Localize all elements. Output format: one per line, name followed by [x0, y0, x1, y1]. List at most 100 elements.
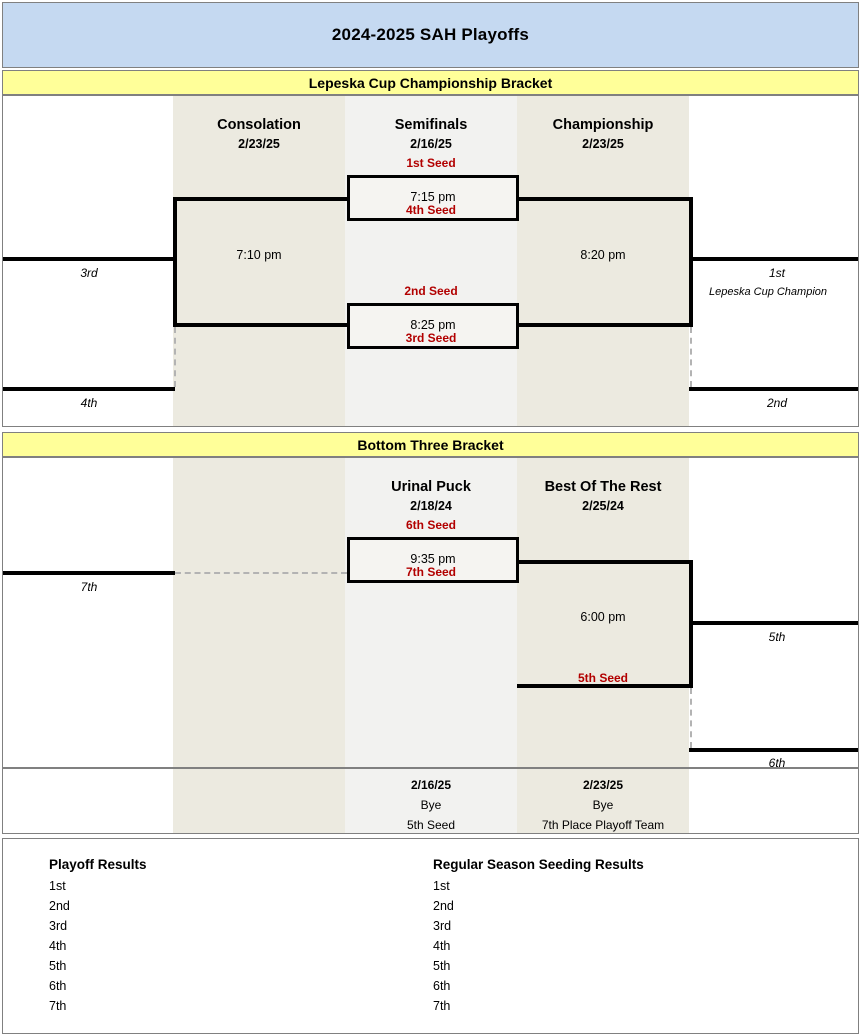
seeding-results-row: 6th — [433, 979, 451, 993]
semifinal-2-top-seed: 2nd Seed — [404, 284, 458, 298]
connector-championship-loser — [690, 327, 692, 387]
bracket-line-consolation-bottom — [3, 387, 175, 391]
playoff-results-column: Playoff Results 1st 2nd 3rd 4th 5th 6th … — [49, 855, 147, 1016]
playoff-results-row: 1st — [49, 879, 66, 893]
semifinal-2-matchbox[interactable]: 8:25 pm — [347, 303, 519, 349]
place-label-third: 3rd — [80, 266, 98, 280]
column-date: 2/23/25 — [238, 137, 280, 151]
column-name: Best Of The Rest — [544, 479, 662, 495]
best-of-the-rest-bottom-seed: 5th Seed — [577, 671, 628, 685]
page-title: 2024-2025 SAH Playoffs — [331, 25, 530, 44]
band-bye-left — [173, 769, 345, 833]
consolation-game-time: 7:10 pm — [236, 248, 282, 262]
column-date: 2/18/24 — [410, 499, 452, 513]
bye-strip: 2/16/25 Bye 5th Seed 2/23/25 Bye 7th Pla… — [2, 768, 859, 834]
semifinal-1-time: 7:15 pm — [410, 190, 456, 204]
bracket-line-consolation-boxbottom — [173, 323, 349, 327]
semifinal-1-top-seed: 1st Seed — [406, 156, 456, 170]
urinal-puck-bottom-seed: 7th Seed — [405, 565, 456, 579]
playoff-results-row: 5th — [49, 959, 67, 973]
place-label-second: 2nd — [766, 396, 788, 410]
playoff-results-row: 6th — [49, 979, 67, 993]
semifinal-1-bottom-seed: 4th Seed — [405, 203, 456, 217]
column-date: 2/23/25 — [582, 137, 624, 151]
band-semifinals — [345, 96, 517, 426]
seeding-results-row: 5th — [433, 959, 451, 973]
bracket-line-championship-right — [689, 197, 693, 327]
connector-seventh-to-urinal-puck — [175, 572, 347, 574]
connector-bestrest-loser — [690, 688, 692, 748]
bye-label: Bye — [420, 798, 442, 812]
bye-team: 7th Place Playoff Team — [541, 818, 665, 832]
bracket-line-championship-top — [517, 197, 693, 201]
section-header-lepeska-label: Lepeska Cup Championship Bracket — [308, 74, 553, 91]
semifinal-2-time: 8:25 pm — [410, 318, 456, 332]
column-header-urinal-puck: Urinal Puck 2/18/24 — [345, 478, 517, 515]
seeding-results-row: 4th — [433, 939, 451, 953]
band-bye-right — [517, 769, 689, 833]
band-lower-first — [173, 458, 345, 767]
seeding-results-row: 7th — [433, 999, 451, 1013]
place-label-first: 1st — [768, 266, 785, 280]
section-header-bottom-three-label: Bottom Three Bracket — [357, 436, 504, 453]
column-date: 2/16/25 — [410, 137, 452, 151]
band-consolation — [173, 96, 345, 426]
column-date: 2/25/24 — [582, 499, 624, 513]
urinal-puck-top-seed: 6th Seed — [405, 518, 456, 532]
bottom-three-bracket-panel: Urinal Puck 2/18/24 Best Of The Rest 2/2… — [2, 457, 859, 768]
urinal-puck-time: 9:35 pm — [410, 552, 456, 566]
bracket-line-seventh-in — [3, 571, 175, 575]
bye-entry-2: 2/23/25 Bye 7th Place Playoff Team — [493, 769, 713, 833]
place-label-fifth: 5th — [768, 630, 786, 644]
champion-note: Lepeska Cup Champion — [708, 286, 828, 298]
band-championship — [517, 96, 689, 426]
results-panel: Playoff Results 1st 2nd 3rd 4th 5th 6th … — [2, 838, 859, 1034]
column-name: Urinal Puck — [391, 479, 471, 495]
best-of-the-rest-time: 6:00 pm — [580, 610, 626, 624]
bracket-line-bestrest-bottom — [517, 684, 693, 688]
bracket-line-champion-out — [689, 257, 858, 261]
column-header-semifinals: Semifinals 2/16/25 — [345, 116, 517, 153]
bye-label: Bye — [592, 798, 614, 812]
bracket-line-fifth-out — [689, 621, 858, 625]
band-bye-middle — [345, 769, 517, 833]
band-best-of-the-rest — [517, 458, 689, 767]
seeding-results-row: 2nd — [433, 899, 454, 913]
semifinal-2-bottom-seed: 3rd Seed — [405, 331, 457, 345]
place-label-sixth: 6th — [768, 756, 786, 768]
section-header-lepeska: Lepeska Cup Championship Bracket — [2, 70, 859, 95]
place-label-fourth: 4th — [80, 396, 98, 410]
place-label-seventh: 7th — [80, 580, 98, 594]
bracket-line-consolation-boxtop — [173, 197, 349, 201]
section-header-bottom-three: Bottom Three Bracket — [2, 432, 859, 457]
column-header-championship: Championship 2/23/25 — [517, 116, 689, 153]
page-title-bar: 2024-2025 SAH Playoffs — [2, 2, 859, 68]
bye-date: 2/16/25 — [410, 778, 452, 792]
playoff-results-heading: Playoff Results — [49, 857, 147, 872]
seeding-results-row: 1st — [433, 879, 450, 893]
bye-date: 2/23/25 — [582, 778, 624, 792]
connector-consolation-loser — [174, 327, 176, 387]
lepeska-bracket-panel: Consolation 2/23/25 Semifinals 2/16/25 C… — [2, 95, 859, 427]
playoff-results-row: 7th — [49, 999, 67, 1013]
column-header-consolation: Consolation 2/23/25 — [173, 116, 345, 153]
playoff-results-row: 4th — [49, 939, 67, 953]
band-urinal-puck — [345, 458, 517, 767]
playoff-results-row: 3rd — [49, 919, 68, 933]
seeding-results-heading: Regular Season Seeding Results — [433, 857, 644, 872]
column-header-best-of-the-rest: Best Of The Rest 2/25/24 — [517, 478, 689, 515]
bracket-line-sixth-out — [689, 748, 858, 752]
playoff-results-row: 2nd — [49, 899, 70, 913]
bye-team: 5th Seed — [406, 818, 456, 832]
column-name: Championship — [552, 117, 654, 133]
seeding-results-row: 3rd — [433, 919, 452, 933]
bracket-line-consolation-left — [173, 197, 177, 327]
championship-game-time: 8:20 pm — [580, 248, 626, 262]
bye-entry-1: 2/16/25 Bye 5th Seed — [345, 769, 517, 833]
bracket-line-championship-bottom — [517, 323, 693, 327]
bracket-line-consolation-top — [3, 257, 177, 261]
bracket-line-runnerup-out — [689, 387, 858, 391]
bracket-line-bestrest-top — [517, 560, 693, 564]
seeding-results-column: Regular Season Seeding Results 1st 2nd 3… — [433, 855, 644, 1016]
